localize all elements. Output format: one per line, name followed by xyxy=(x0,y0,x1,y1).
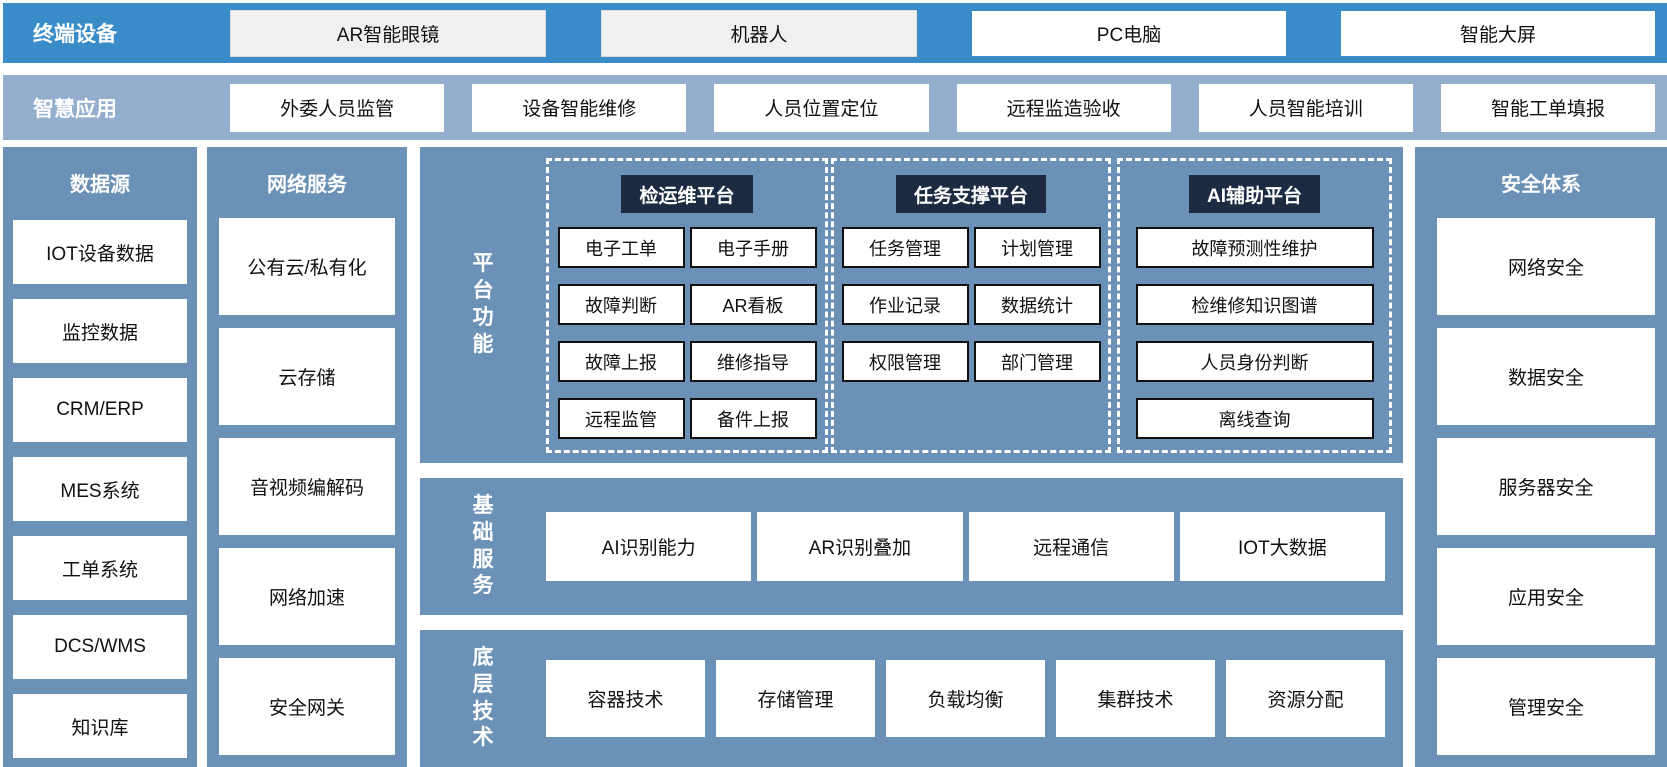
network-service-item: 云存储 xyxy=(219,328,395,425)
platform-group-title: 任务支撑平台 xyxy=(895,175,1046,213)
platform-item: 故障预测性维护 xyxy=(1135,227,1374,268)
base-service-item: AR识别叠加 xyxy=(757,512,963,581)
datasource-item: 知识库 xyxy=(13,694,187,758)
platform-item: 远程监管 xyxy=(557,398,685,439)
datasource-panel: 数据源 IOT设备数据监控数据 CRM/ERP MES系统工单系统 DCS/WMS 知识… xyxy=(3,147,197,767)
base-service-item: IOT大数据 xyxy=(1179,512,1385,581)
platform-item: 部门管理 xyxy=(973,341,1101,382)
network-services-list: 公有云/私有化云存储音视频编解码网络加速安全网关 xyxy=(207,217,407,755)
datasource-item: 监控数据 xyxy=(13,299,187,363)
base-service-item: AI识别能力 xyxy=(546,512,752,581)
platform-group-task-support: 任务支撑平台 任务管理计划管理作业记录数据统计权限管理部门管理 xyxy=(831,158,1111,453)
terminal-devices-band: 终端设备 AR智能眼镜 机器人 PC电脑 智能大屏 xyxy=(3,3,1667,63)
platform-item: 电子手册 xyxy=(689,227,817,268)
smart-app-box: 人员智能培训 xyxy=(1198,83,1413,132)
platform-item: 数据统计 xyxy=(973,284,1101,325)
base-service-item: 远程通信 xyxy=(968,512,1174,581)
platform-item: 离线查询 xyxy=(1135,398,1374,439)
smart-app-box: 外委人员监管 xyxy=(230,83,445,132)
platform-item: AR看板 xyxy=(689,284,817,325)
platform-item: 维修指导 xyxy=(689,341,817,382)
infra-tech-item: 容器技术 xyxy=(546,660,705,737)
terminal-device-box: 智能大屏 xyxy=(1341,10,1655,56)
platform-item: 作业记录 xyxy=(841,284,969,325)
base-services-vertical-label: 基础服务 xyxy=(472,493,494,598)
smart-app-list: 外委人员监管设备智能维修人员位置定位远程监造验收人员智能培训智能工单填报 xyxy=(230,83,1656,132)
platform-vertical-label: 平台功能 xyxy=(472,252,494,356)
network-service-item: 网络加速 xyxy=(219,548,395,645)
infra-tech-panel: 底层技术 容器技术存储管理负载均衡集群技术资源分配 xyxy=(420,630,1403,767)
datasource-item: MES系统 xyxy=(13,457,187,521)
platform-item: 电子工单 xyxy=(557,227,685,268)
smart-app-box: 设备智能维修 xyxy=(472,83,687,132)
infra-tech-vertical-label: 底层技术 xyxy=(472,645,494,750)
security-title: 安全体系 xyxy=(1501,173,1581,196)
platform-group-ai-assist: AI辅助平台 故障预测性维护检维修知识图谱人员身份判断离线查询 xyxy=(1117,158,1392,453)
infra-tech-item: 集群技术 xyxy=(1056,660,1215,737)
security-item: 网络安全 xyxy=(1437,218,1655,315)
datasource-item: DCS/WMS xyxy=(13,615,187,679)
terminal-device-list: AR智能眼镜 机器人 PC电脑 智能大屏 xyxy=(230,9,1655,57)
terminal-device-box: AR智能眼镜 xyxy=(230,9,546,57)
smart-app-box: 智能工单填报 xyxy=(1440,83,1656,132)
base-services-label-strip: 基础服务 xyxy=(420,478,546,615)
terminal-device-box: PC电脑 xyxy=(972,10,1286,56)
platform-item: 任务管理 xyxy=(841,227,969,268)
platform-group-item-list: 故障预测性维护检维修知识图谱人员身份判断离线查询 xyxy=(1120,227,1389,439)
infra-tech-item: 负载均衡 xyxy=(886,660,1045,737)
platform-item: 权限管理 xyxy=(841,341,969,382)
network-service-item: 安全网关 xyxy=(219,658,395,755)
security-panel: 安全体系 网络安全数据安全服务器安全应用安全管理安全 xyxy=(1415,147,1667,767)
datasource-item: CRM/ERP xyxy=(13,378,187,442)
platform-item: 计划管理 xyxy=(973,227,1101,268)
security-item: 管理安全 xyxy=(1437,658,1655,755)
infra-tech-item: 资源分配 xyxy=(1226,660,1385,737)
platform-group-item-list: 任务管理计划管理作业记录数据统计权限管理部门管理 xyxy=(834,227,1108,382)
smart-apps-band-label: 智慧应用 xyxy=(33,97,117,121)
security-list: 网络安全数据安全服务器安全应用安全管理安全 xyxy=(1415,217,1667,755)
network-services-panel: 网络服务 公有云/私有化云存储音视频编解码网络加速安全网关 xyxy=(207,147,407,767)
security-item: 应用安全 xyxy=(1437,548,1655,645)
infra-tech-item: 存储管理 xyxy=(716,660,875,737)
security-item: 服务器安全 xyxy=(1437,438,1655,535)
platform-label-strip: 平台功能 xyxy=(420,147,546,463)
infra-tech-list: 容器技术存储管理负载均衡集群技术资源分配 xyxy=(546,630,1403,767)
network-service-item: 音视频编解码 xyxy=(219,438,395,535)
platform-item: 人员身份判断 xyxy=(1135,341,1374,382)
datasource-list: IOT设备数据监控数据 CRM/ERP MES系统工单系统 DCS/WMS 知识库 xyxy=(3,217,197,758)
datasource-item: IOT设备数据 xyxy=(13,220,187,284)
terminal-band-label: 终端设备 xyxy=(33,23,117,46)
infra-tech-label-strip: 底层技术 xyxy=(420,630,546,767)
platform-item: 检维修知识图谱 xyxy=(1135,284,1374,325)
platform-item: 备件上报 xyxy=(689,398,817,439)
security-item: 数据安全 xyxy=(1437,328,1655,425)
terminal-device-box: 机器人 xyxy=(601,9,917,57)
network-services-title: 网络服务 xyxy=(267,173,347,196)
datasource-title: 数据源 xyxy=(70,173,130,196)
platform-item: 故障判断 xyxy=(557,284,685,325)
smart-app-box: 远程监造验收 xyxy=(956,83,1171,132)
platform-item: 故障上报 xyxy=(557,341,685,382)
smart-app-box: 人员位置定位 xyxy=(714,83,929,132)
datasource-item: 工单系统 xyxy=(13,536,187,600)
network-service-item: 公有云/私有化 xyxy=(219,218,395,315)
platform-group-title: AI辅助平台 xyxy=(1188,175,1320,213)
platform-group-title: 检运维平台 xyxy=(621,175,753,213)
smart-apps-band: 智慧应用 外委人员监管设备智能维修人员位置定位远程监造验收人员智能培训智能工单填… xyxy=(3,75,1667,140)
